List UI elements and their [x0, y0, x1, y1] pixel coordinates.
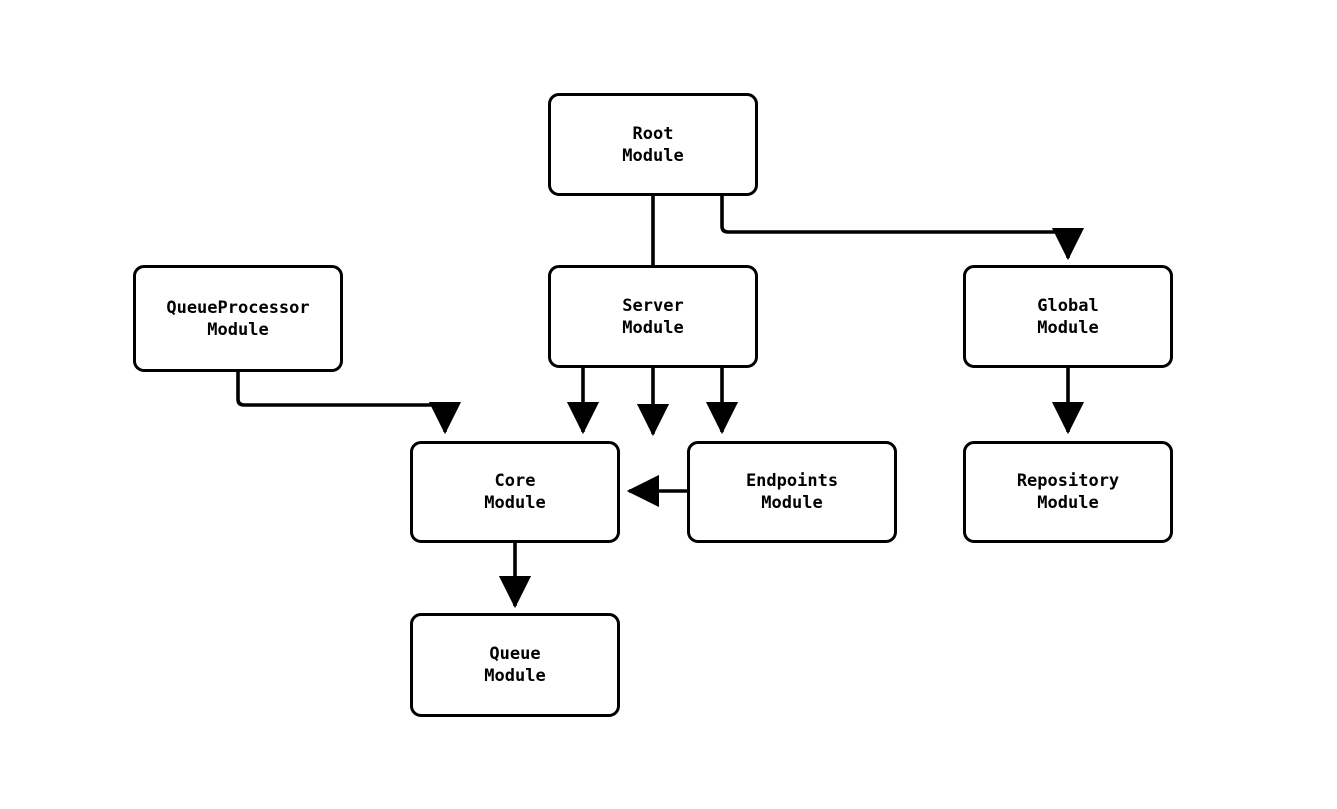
node-label: Repository Module [1016, 471, 1120, 513]
edge-root-global [720, 196, 1085, 261]
edge-queueprocessor-core [236, 372, 462, 435]
node-root-module[interactable]: Root Module [548, 93, 758, 196]
node-server-module[interactable]: Server Module [548, 265, 758, 368]
node-label: Server Module [622, 295, 684, 338]
node-label: Root Module [622, 123, 684, 166]
node-repository-module[interactable]: Repository Module [963, 441, 1173, 543]
node-label: Endpoints Module [745, 471, 839, 513]
node-label: Core Module [484, 471, 546, 513]
node-global-module[interactable]: Global Module [963, 265, 1173, 368]
node-queueprocessor-module[interactable]: QueueProcessor Module [133, 265, 343, 372]
node-core-module[interactable]: Core Module [410, 441, 620, 543]
node-label: Queue Module [484, 644, 546, 686]
node-label: Global Module [1037, 295, 1099, 338]
node-endpoints-module[interactable]: Endpoints Module [687, 441, 897, 543]
node-queue-module[interactable]: Queue Module [410, 613, 620, 717]
node-label: QueueProcessor Module [166, 297, 310, 340]
